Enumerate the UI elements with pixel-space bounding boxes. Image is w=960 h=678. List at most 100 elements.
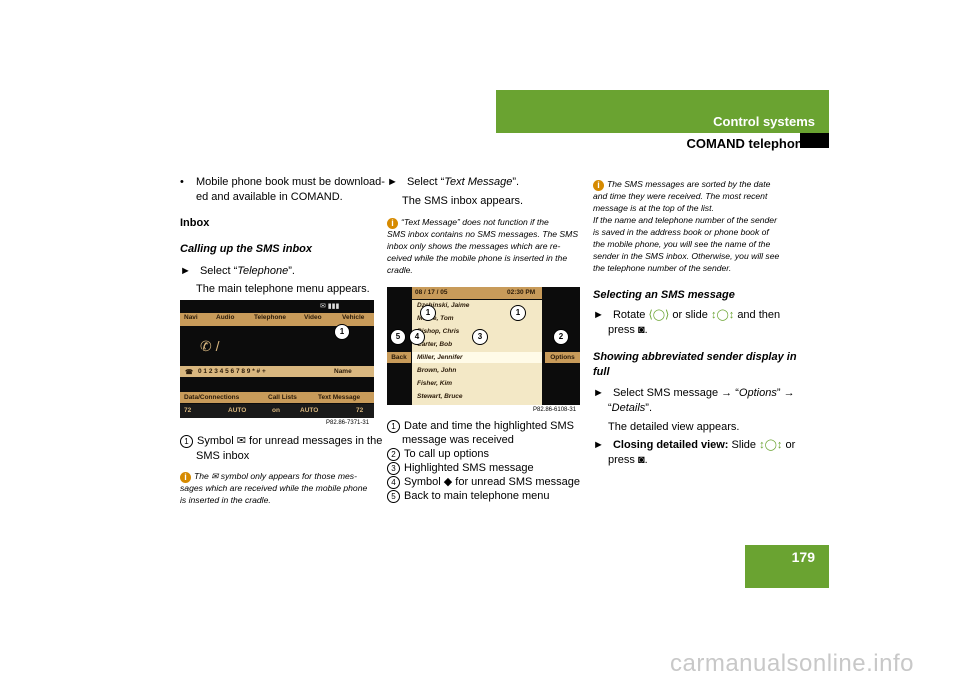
sms-row: Fisher, Kim [417,380,453,387]
info-note-3-line: If the name and telephone number of the … [593,215,777,225]
section-title: Control systems [713,114,815,129]
step-select-details-cont: “Details”. [608,402,653,414]
page-number: 179 [791,549,815,565]
step-arrow-icon: ► [593,439,604,451]
step-rotate-cont: press ◙. [608,324,648,336]
watermark: carmanualsonline.info [670,650,914,677]
climate-right-temp: 72 [356,407,364,414]
sms-inbox-screenshot: 08 / 17 / 05 02:30 PM Dzchinski, Jaime M… [387,287,580,405]
sms-highlight-row [412,352,542,363]
header-band [496,90,829,133]
step-select-details: ► Select SMS message → “Options” → [593,387,795,399]
info-note-2: i“Text Message” does not function if the [387,216,549,229]
callout-2: 2 [553,329,569,345]
step-closing-cont: press ◙. [608,454,648,466]
info-note-2-line5: cradle. [387,265,413,275]
info-icon: i [593,180,604,191]
step-select-text-message: ► Select “Text Message”. [387,176,520,188]
info-note-2-line2: SMS inbox contains no SMS messages. The … [387,229,579,239]
climate-left-temp: 72 [184,407,192,414]
callout-4: 4 [409,329,425,345]
info-note-3-line: the mobile phone, you will see the name … [593,239,771,249]
info-note-3-line: the telephone number of the sender. [593,263,732,273]
sms-row: Stewart, Bruce [417,393,463,400]
envelope-icon: ✉ [236,435,246,447]
tab-video: Video [304,314,322,321]
step-arrow-icon: ► [593,309,604,321]
arrow-right-icon: → [783,387,795,399]
legend-item-1-cont: message was received [402,434,514,446]
page-number-box [745,545,829,588]
sms-row-highlighted: Miller, Jennifer [417,354,463,361]
subheading-calling: Calling up the SMS inbox [180,243,312,255]
callout-1-right: 1 [510,305,526,321]
sms-row: Dzchinski, Jaime [417,302,470,309]
info-note-2-line3: inbox only shows the messages which are … [387,241,561,251]
tab-telephone: Telephone [254,314,287,321]
rotate-controller-icon: ⟨◯⟩ [648,309,670,321]
sms-row: Brown, John [417,367,457,374]
step-result: The main telephone menu appears. [196,283,370,295]
heading-inbox: Inbox [180,217,210,229]
climate-auto-left: AUTO [228,407,247,414]
back-button: Back [387,352,411,363]
figure-caption: P82.86-7371-31 [326,420,370,426]
tab-navi: Navi [184,314,198,321]
page-title: COMAND telephone* [686,136,815,151]
info-icon: i [180,472,191,483]
info-note-3-line: is saved in the address book or phone bo… [593,227,769,237]
options-button: Options [545,352,580,363]
softbtn-text-message: Text Message [318,394,361,401]
climate-on: on [272,407,280,414]
info-note-3-line: and time they were received. The most re… [593,191,768,201]
dial-digits: 0 1 2 3 4 5 6 7 8 9 * # + [198,368,266,375]
step-arrow-icon: ► [593,387,604,399]
slide-controller-icon: ↕◯↕ [759,439,783,451]
header-tab-marker [800,133,829,148]
info-note-1-line2: sages which are received while the mobil… [180,483,368,493]
climate-auto-right: AUTO [300,407,319,414]
step-result: The detailed view appears. [608,421,740,433]
heading-selecting-sms: Selecting an SMS message [593,289,735,301]
softbtn-data-connections: Data/Connections [184,394,240,401]
step-rotate: ► Rotate ⟨◯⟩ or slide ↕◯↕ and then [593,309,781,321]
press-controller-icon: ◙ [637,324,645,336]
heading-showing-sender: Showing abbreviated sender display in [593,351,797,363]
diamond-icon: ◆ [443,476,453,488]
sms-time: 02:30 PM [507,289,536,296]
step-arrow-icon: ► [387,176,398,188]
bullet-item-cont: ed and available in COMAND. [196,191,343,203]
info-note-3-line: message is at the top of the list. [593,203,714,213]
sms-date-bar [412,287,542,299]
callout-5: 5 [390,329,406,345]
sms-date: 08 / 17 / 05 [415,289,448,296]
soft-button-bar [180,392,374,403]
info-note-2-line4: ceived while the mobile phone is inserte… [387,253,568,263]
climate-bar [180,404,374,418]
telephone-menu-screenshot: ✉ ▮▮▮ Navi Audio Telephone Video Vehicle… [180,300,374,418]
heading-showing-sender-cont: full [593,366,610,378]
legend-item-1-cont: SMS inbox [196,450,250,462]
sms-row: Bishop, Chris [417,328,460,335]
info-icon: i [387,218,398,229]
step-arrow-icon: ► [180,265,191,277]
slide-controller-icon: ↕◯↕ [710,309,735,321]
phone-handset-icon: ✆ / [200,338,220,354]
dial-bar [180,366,374,377]
tab-vehicle: Vehicle [342,314,365,321]
figure-caption: P82.86-6108-31 [533,407,577,413]
tab-bar [180,313,374,326]
press-controller-icon: ◙ [637,454,645,466]
envelope-icon: ✉ [211,471,219,481]
name-label: Name [334,368,352,375]
callout-3: 3 [472,329,488,345]
arrow-right-icon: → [721,387,733,399]
sms-row: Moore, Tom [417,315,454,322]
